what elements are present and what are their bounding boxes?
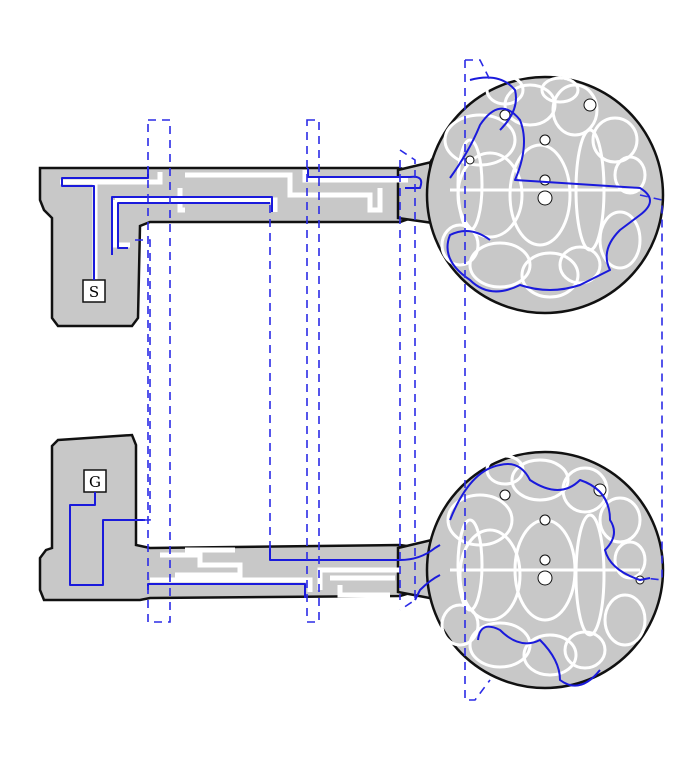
top-key: S [38, 74, 665, 328]
bottom-key-bit [38, 433, 422, 602]
fold-guides [135, 59, 663, 701]
start-marker-label: S [89, 283, 99, 301]
top-solution-path [61, 76, 651, 293]
goal-marker: G [83, 469, 107, 493]
bottom-key-bow-ornaments [440, 454, 647, 677]
goal-marker-label: G [89, 473, 101, 491]
bottom-key: G [38, 433, 665, 690]
bottom-key-corridors [150, 547, 400, 598]
start-marker: S [82, 279, 106, 303]
